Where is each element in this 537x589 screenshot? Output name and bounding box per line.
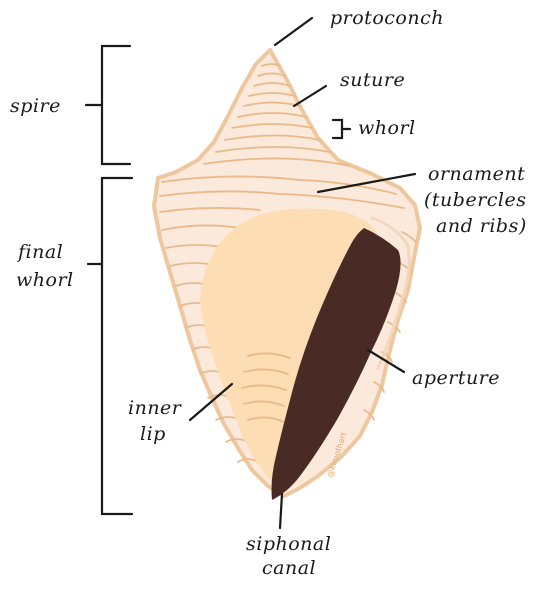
label-group-final-whorl: final whorl (16, 176, 134, 516)
label-group-siphonal-canal: siphonal canal (246, 492, 331, 579)
label-canal: canal (262, 557, 316, 579)
aperture-area (271, 228, 401, 500)
label-ornament-detail-1: (tubercles (424, 189, 527, 211)
label-ornament-detail-2: and ribs) (436, 215, 527, 237)
label-group-spire: spire (10, 44, 132, 166)
label-suture: suture (340, 69, 405, 91)
label-group-inner-lip: inner lip (128, 382, 234, 445)
label-group-whorl: whorl (331, 117, 416, 140)
inner-lip-area (200, 208, 378, 490)
label-protoconch: protoconch (330, 7, 444, 29)
leader-inner-lip (188, 382, 234, 422)
final-whorl-ribs (159, 175, 417, 463)
label-inner: inner (128, 397, 183, 419)
label-whorl: whorl (358, 117, 416, 139)
label-lip: lip (140, 423, 166, 445)
label-whorl-final: whorl (16, 269, 74, 291)
spire-ribs (203, 63, 351, 167)
label-group-suture: suture (292, 69, 405, 108)
label-group-ornament: ornament (tubercles and ribs) (316, 163, 527, 237)
leader-siphonal-canal (278, 492, 284, 530)
bracket-spire (100, 44, 132, 166)
leader-ornament (316, 172, 417, 194)
label-group-protoconch: protoconch (273, 7, 444, 47)
label-final: final (16, 241, 63, 263)
label-aperture: aperture (412, 367, 500, 389)
label-group-aperture: aperture (366, 348, 500, 389)
label-spire: spire (10, 95, 61, 117)
inner-lip-ribs (241, 352, 291, 423)
shell: @kimothart (152, 48, 422, 500)
leader-protoconch (273, 16, 314, 47)
leader-aperture (366, 348, 406, 374)
bracket-whorl (331, 118, 352, 140)
label-ornament: ornament (428, 163, 525, 185)
outer-lip (370, 216, 411, 370)
label-siphonal: siphonal (246, 533, 331, 555)
leader-suture (292, 84, 328, 108)
bracket-final-whorl (100, 176, 134, 516)
